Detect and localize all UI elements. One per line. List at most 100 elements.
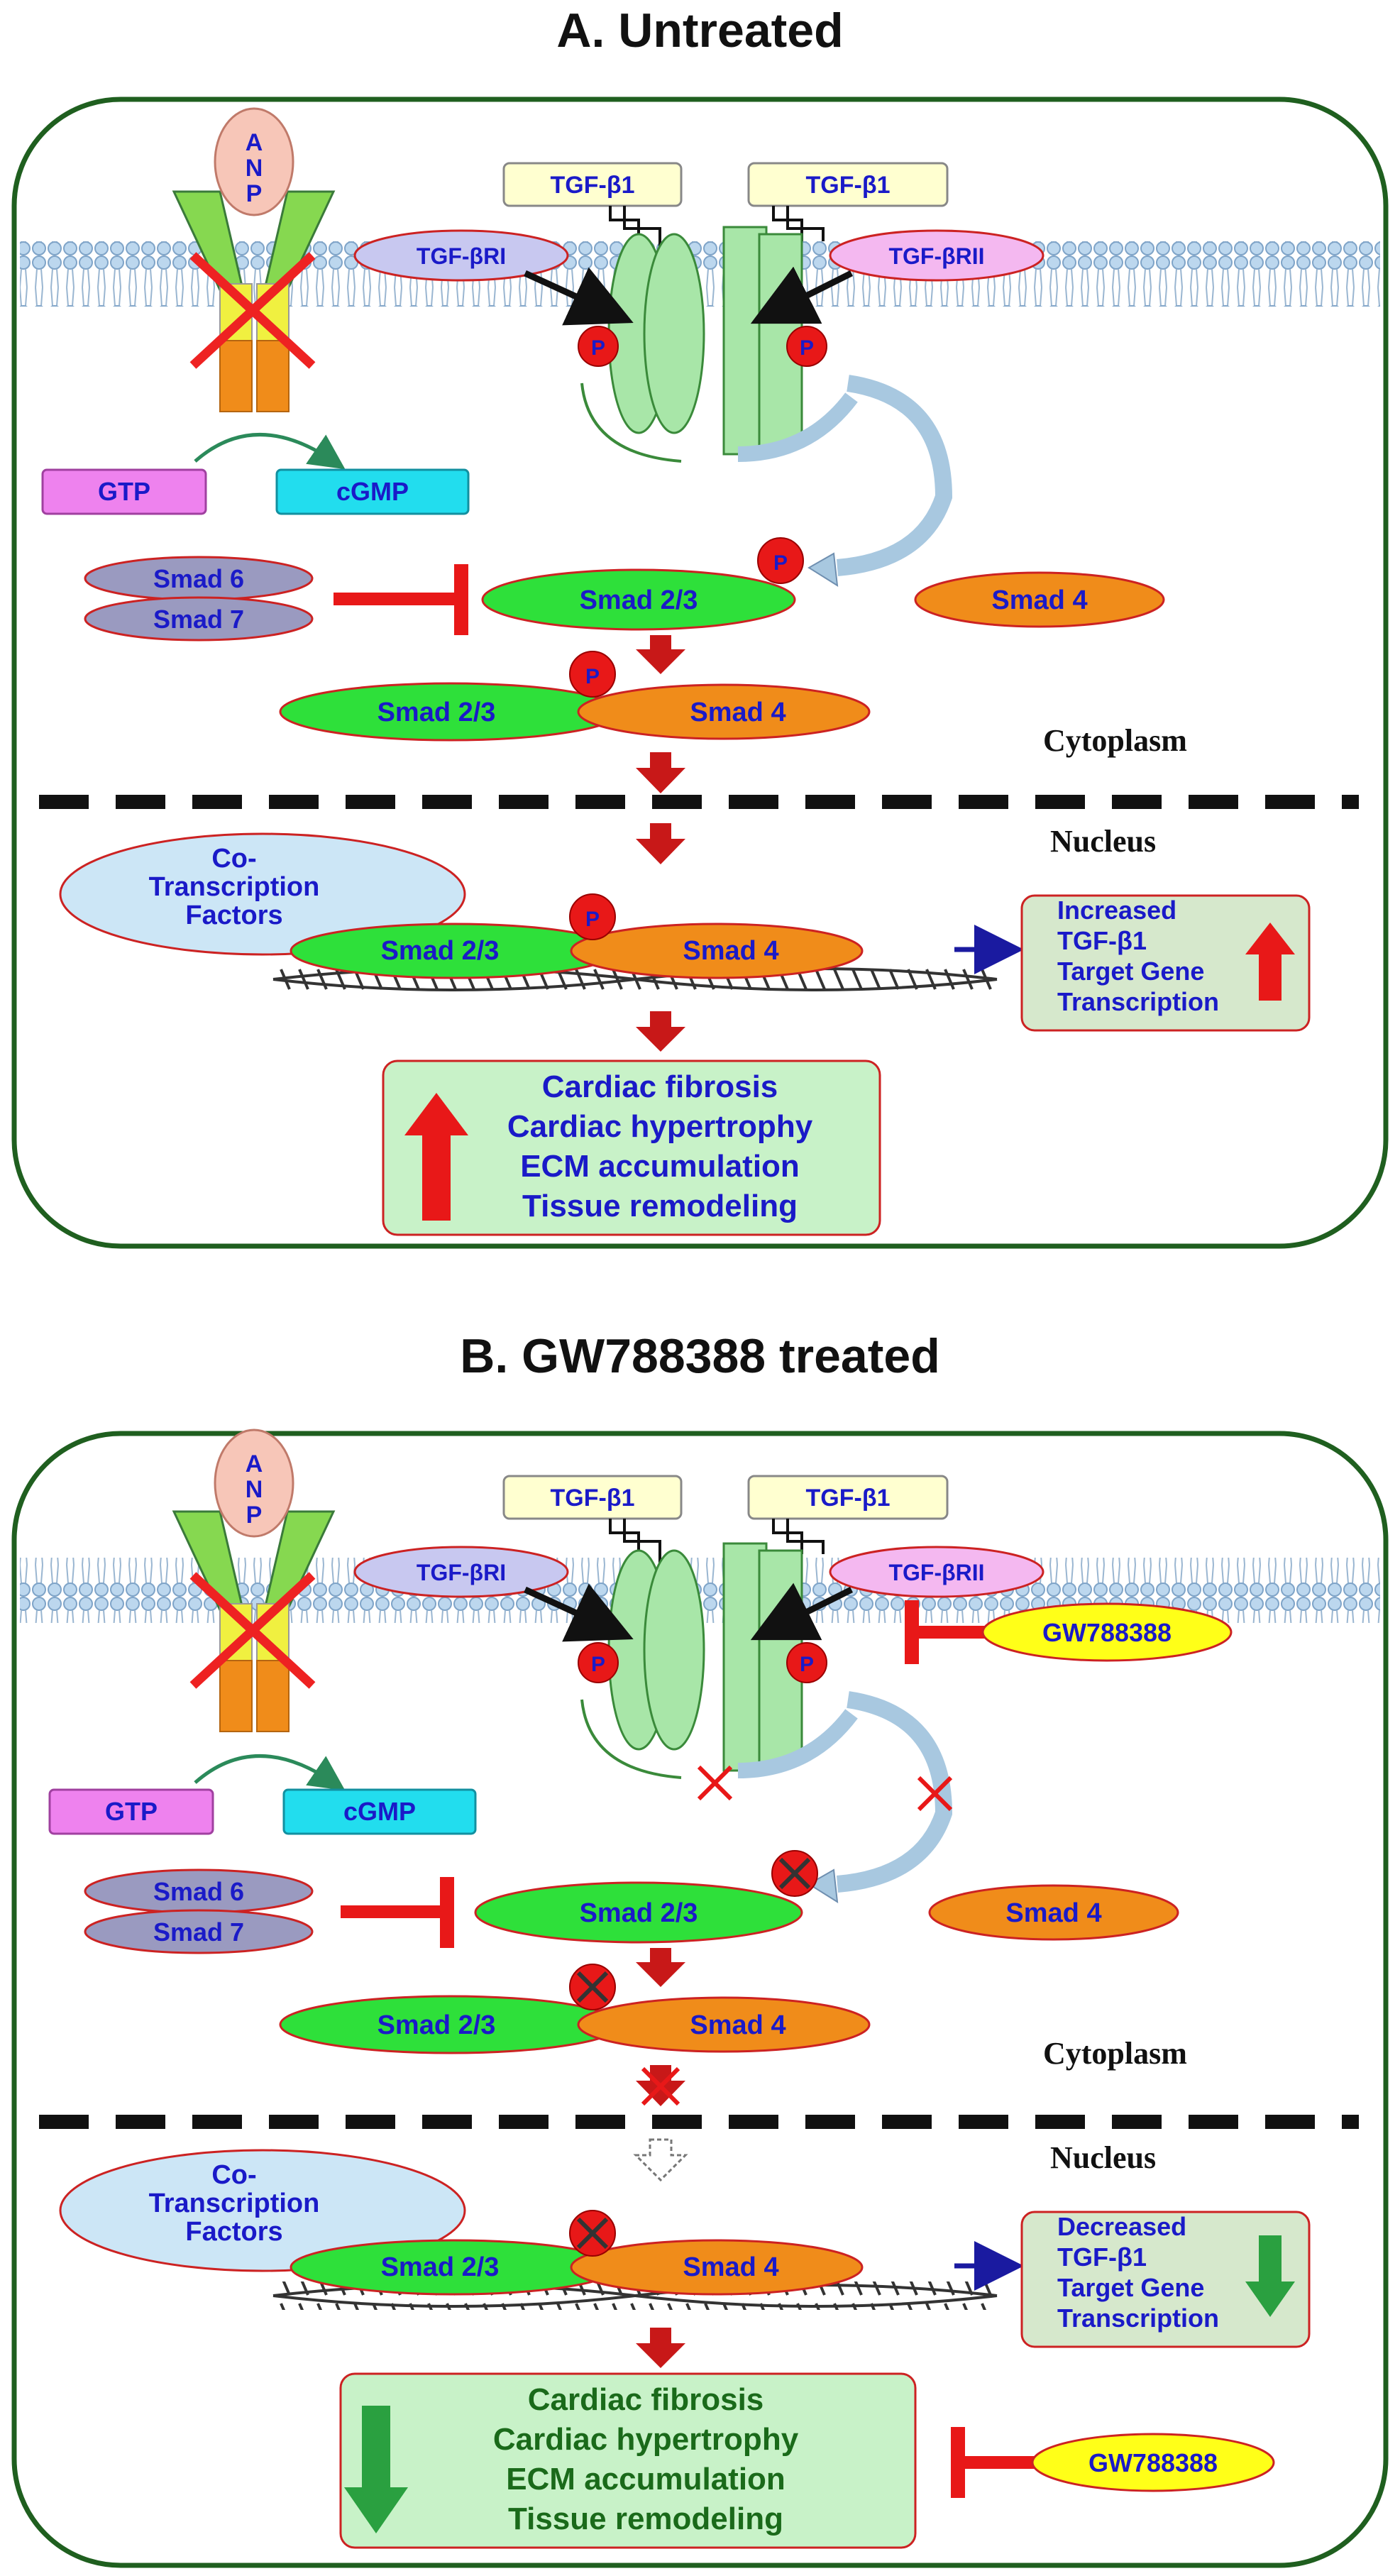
cgmp-label: cGMP xyxy=(336,477,409,506)
svg-text:Transcription: Transcription xyxy=(149,872,320,902)
svg-text:Increased: Increased xyxy=(1057,896,1176,925)
svg-text:P: P xyxy=(800,336,814,360)
smad4-complex-node xyxy=(577,683,871,740)
outcome-box xyxy=(382,1059,881,1236)
blocked-down-arrow-icon xyxy=(636,2065,685,2106)
svg-text:Decreased: Decreased xyxy=(1057,2212,1186,2241)
green-down-arrow-icon xyxy=(344,2406,408,2533)
svg-text:Smad 2/3: Smad 2/3 xyxy=(381,936,500,966)
phosphate-icon xyxy=(578,1642,619,1683)
tgf-bri-label-pill xyxy=(353,1546,569,1598)
smad4-node xyxy=(914,571,1165,628)
blocked-x-icon xyxy=(697,1765,733,1801)
svg-text:Cardiac fibrosis: Cardiac fibrosis xyxy=(528,2382,764,2417)
svg-text:Co-: Co- xyxy=(211,2160,256,2190)
svg-text:Factors: Factors xyxy=(185,2217,282,2247)
smad4-node xyxy=(928,1884,1179,1941)
svg-text:Cardiac hypertrophy: Cardiac hypertrophy xyxy=(493,2422,799,2457)
svg-text:ECM accumulation: ECM accumulation xyxy=(506,2462,786,2497)
phosphate-icon xyxy=(569,893,616,940)
svg-text:P: P xyxy=(585,665,600,688)
svg-text:Target Gene: Target Gene xyxy=(1057,2273,1204,2302)
smad4-nuclear-node xyxy=(570,923,864,979)
svg-text:Smad 2/3: Smad 2/3 xyxy=(377,2010,496,2040)
outcome-box xyxy=(339,2372,917,2549)
tgf-bri-label: TGF-βRI xyxy=(417,243,506,269)
up-arrow-icon xyxy=(404,1093,468,1221)
tgf-b1-ligand-right xyxy=(747,162,949,207)
gtp-box xyxy=(48,1788,214,1835)
tgf-brii-label: TGF-βRII xyxy=(888,243,984,269)
svg-text:TGF-β1: TGF-β1 xyxy=(1057,2242,1147,2272)
cgmp-box xyxy=(282,1788,477,1835)
cgmp-label: cGMP xyxy=(343,1797,416,1826)
gw788388-inhibitor xyxy=(981,1602,1233,1662)
tgf-b1-ligand-right xyxy=(747,1475,949,1520)
svg-text:Smad 4: Smad 4 xyxy=(683,2252,778,2282)
svg-text:Smad 4: Smad 4 xyxy=(1005,1898,1101,1928)
phosphate-blocked-icon xyxy=(569,2210,616,2257)
svg-text:TGF-βRI: TGF-βRI xyxy=(417,1560,506,1585)
smad7-node xyxy=(84,596,314,642)
transcription-result-box xyxy=(1020,2211,1311,2348)
activation-arrow xyxy=(737,392,858,462)
down-arrow-icon xyxy=(636,1948,685,1987)
anp-ligand xyxy=(214,1429,294,1538)
phosphate-blocked-icon xyxy=(771,1850,818,1897)
phosphate-icon xyxy=(786,1642,827,1683)
down-arrow-icon xyxy=(636,752,685,793)
svg-text:Smad 4: Smad 4 xyxy=(690,2010,786,2040)
svg-text:Tissue remodeling: Tissue remodeling xyxy=(508,2501,783,2536)
nucleus-label: Nucleus xyxy=(1050,2140,1156,2175)
svg-text:Smad 4: Smad 4 xyxy=(690,698,786,727)
cytoplasm-label: Cytoplasm xyxy=(1043,723,1187,758)
smad4-complex-node xyxy=(577,1996,871,2053)
cgmp-box xyxy=(275,468,470,515)
svg-text:TGF-β1: TGF-β1 xyxy=(806,1485,891,1512)
svg-text:Smad 4: Smad 4 xyxy=(683,936,778,966)
transcription-result-box xyxy=(1020,894,1311,1032)
tgf-bri-label-pill xyxy=(353,229,569,282)
tgf-b1-ligand-left xyxy=(502,162,683,207)
gtp-box xyxy=(41,468,207,515)
smad4-label: Smad 4 xyxy=(991,585,1087,615)
svg-text:P: P xyxy=(800,1653,814,1676)
down-arrow-icon xyxy=(636,823,685,864)
svg-text:TGF-βRII: TGF-βRII xyxy=(888,1560,984,1585)
anp-ligand xyxy=(214,107,294,216)
smad23-node xyxy=(481,568,796,631)
svg-text:Tissue remodeling: Tissue remodeling xyxy=(522,1189,798,1223)
tgf-b1-ligand-left xyxy=(502,1475,683,1520)
svg-text:Smad 7: Smad 7 xyxy=(153,1917,244,1947)
svg-text:Cardiac fibrosis: Cardiac fibrosis xyxy=(542,1069,778,1104)
svg-text:Smad 2/3: Smad 2/3 xyxy=(381,2252,500,2282)
gw788388-label: GW788388 xyxy=(1042,1618,1172,1647)
anp-receptor xyxy=(172,1510,336,1732)
svg-text:ECM accumulation: ECM accumulation xyxy=(520,1149,800,1184)
panel-a-title: A. Untreated xyxy=(556,4,844,57)
svg-text:GW788388: GW788388 xyxy=(1088,2448,1218,2477)
phosphate-icon xyxy=(569,651,616,698)
panel-b-title: B. GW788388 treated xyxy=(460,1329,940,1383)
phosphate-icon xyxy=(786,326,827,367)
svg-text:P: P xyxy=(773,551,788,575)
up-arrow-icon xyxy=(1245,923,1295,1001)
svg-text:P: P xyxy=(591,1653,605,1676)
svg-text:Transcription: Transcription xyxy=(149,2189,320,2218)
co-transcription-factors xyxy=(59,2149,466,2272)
svg-text:Smad 6: Smad 6 xyxy=(153,1877,244,1906)
tgf-b1-right-label: TGF-β1 xyxy=(806,172,891,199)
smad23-label: Smad 2/3 xyxy=(580,585,698,615)
green-down-arrow-icon xyxy=(1245,2235,1295,2317)
phosphate-icon xyxy=(578,326,619,367)
phosphate-blocked-icon xyxy=(569,1964,616,2010)
svg-text:Factors: Factors xyxy=(185,901,282,930)
svg-text:TGF-β1: TGF-β1 xyxy=(1057,926,1147,955)
svg-text:Smad 2/3: Smad 2/3 xyxy=(580,1898,698,1928)
tgf-b1-left-label: TGF-β1 xyxy=(551,172,635,199)
gtp-conversion-arrow xyxy=(194,1754,346,1791)
svg-text:Target Gene: Target Gene xyxy=(1057,957,1204,986)
